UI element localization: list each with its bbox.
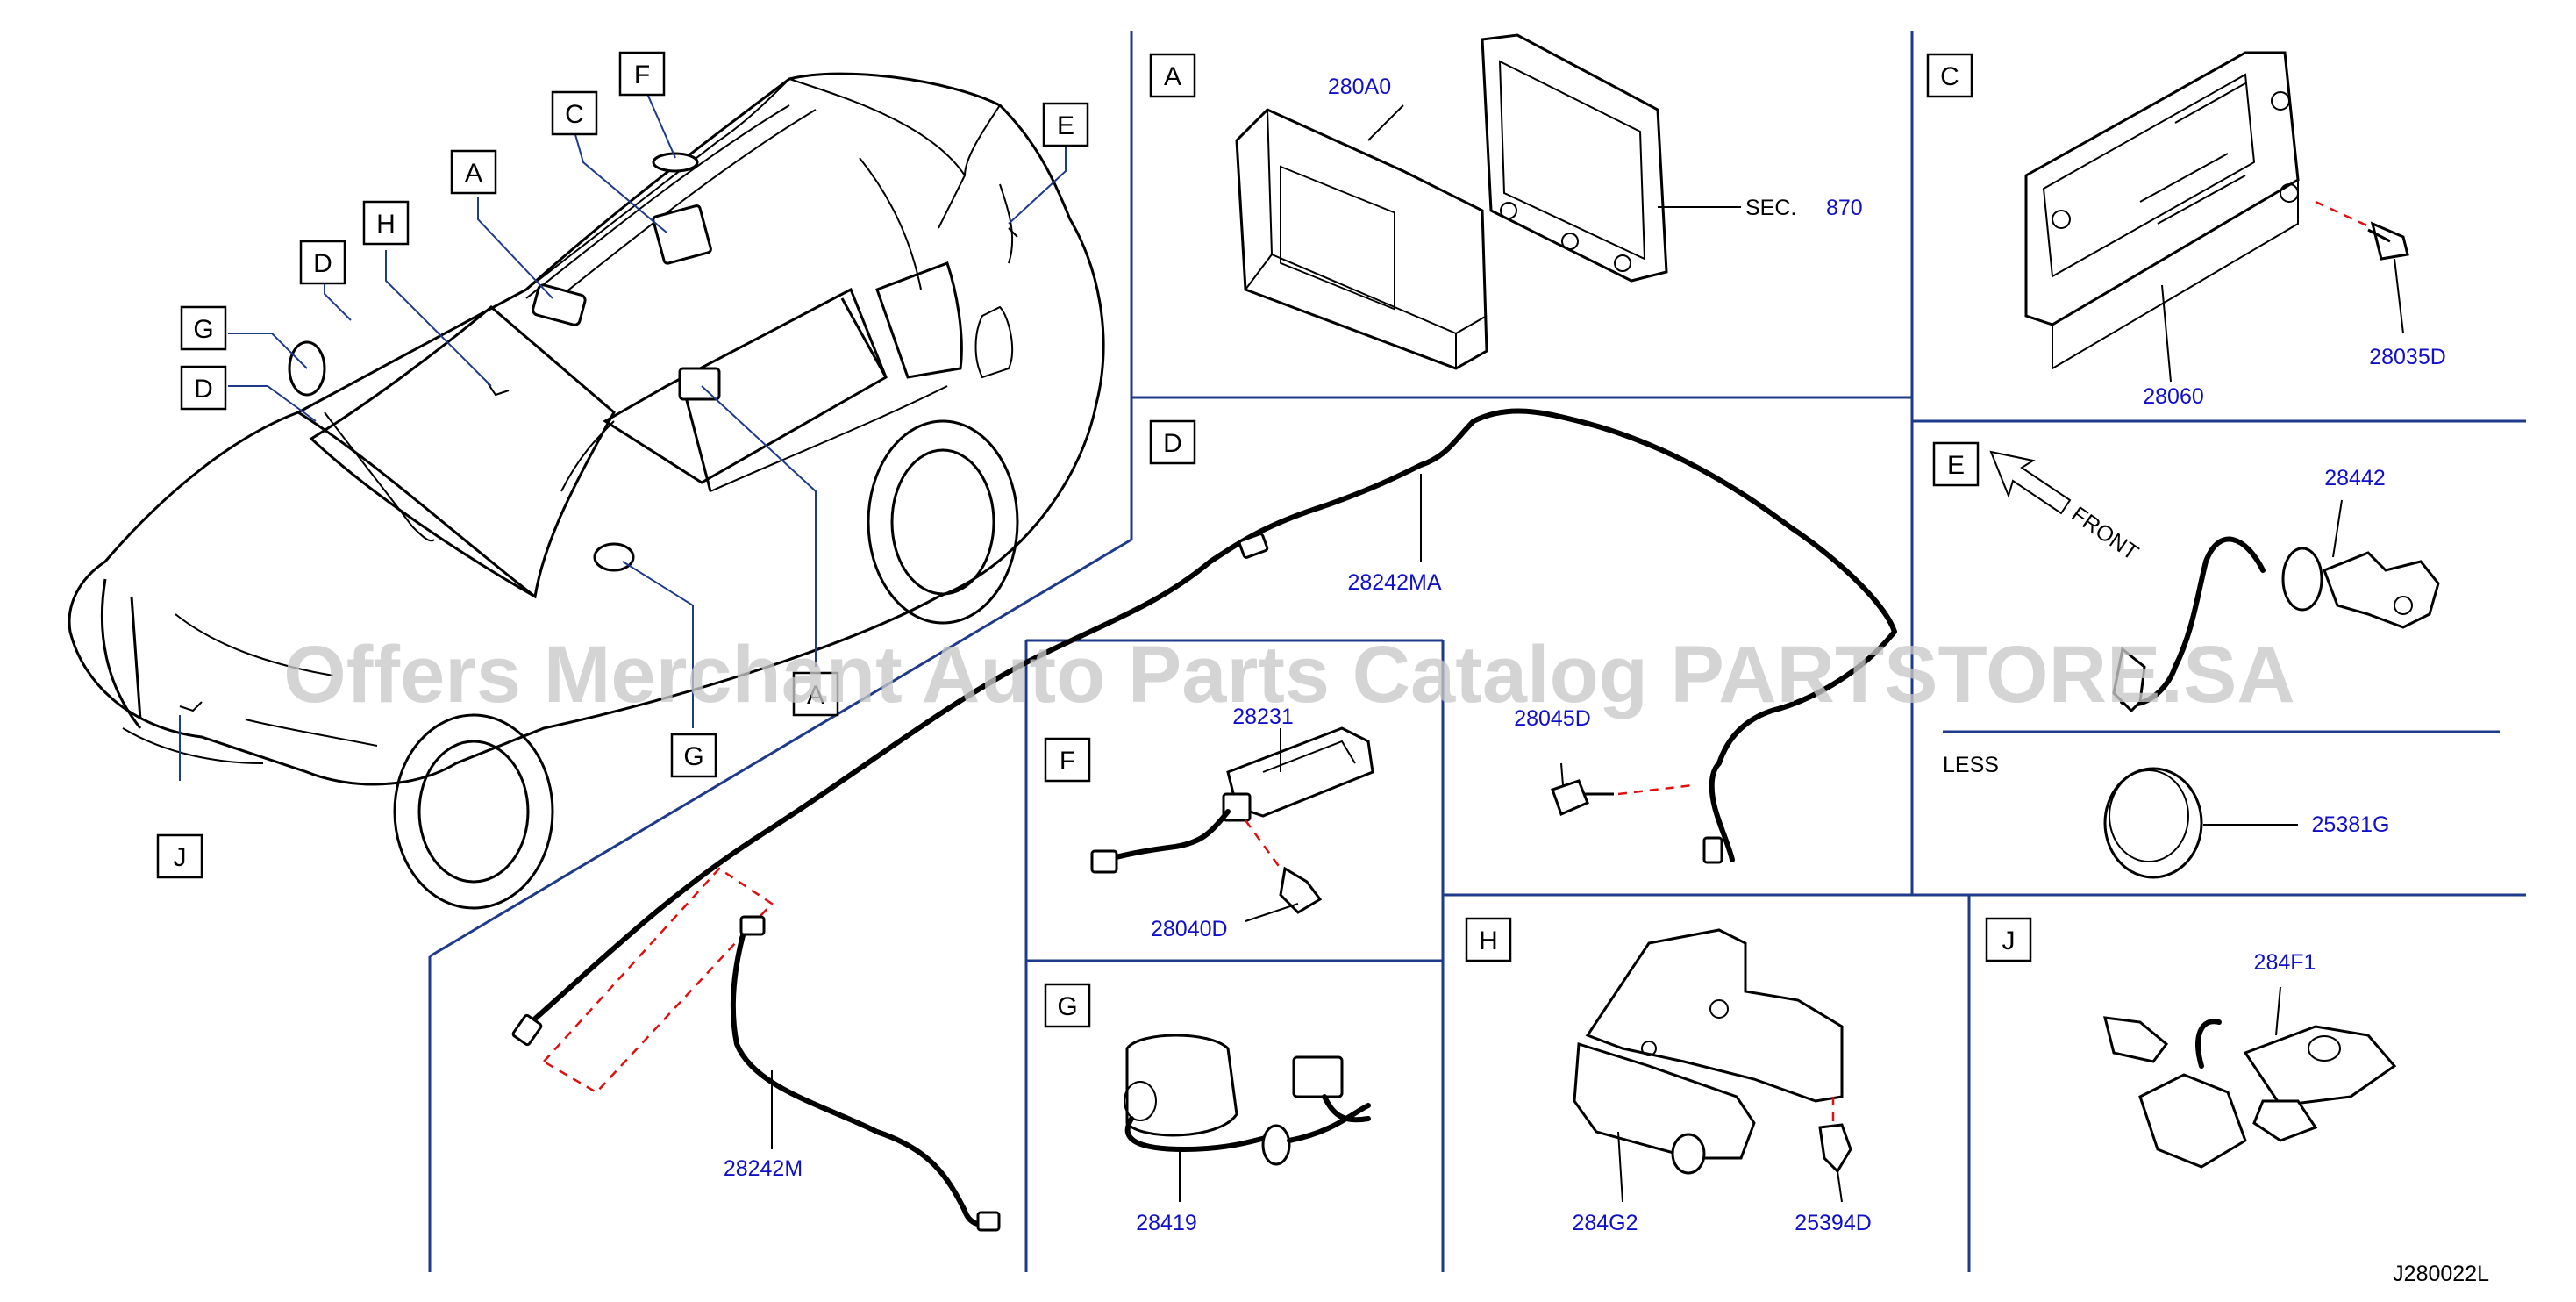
svg-text:C: C [1940,62,1959,91]
callout-H-top: H [362,200,410,246]
screw-28040D [1279,866,1323,914]
svg-text:870: 870 [1826,196,1863,220]
callout-A-top: A [450,149,497,195]
camera-28442 [2112,536,2440,713]
svg-text:28045D: 28045D [1514,706,1591,731]
svg-text:E: E [1057,111,1074,140]
svg-text:D: D [194,375,213,404]
svg-text:28242M: 28242M [724,1156,803,1181]
svg-text:J: J [2002,926,2016,955]
svg-text:G: G [683,742,703,771]
vehicle-outline [68,72,1105,910]
screw-25394D [1818,1123,1852,1174]
callout-A-bottom: A [792,671,839,717]
callout-E-top: E [1042,102,1089,147]
harness-28242M [730,915,1001,1232]
svg-text:F: F [1060,747,1075,776]
callout-G-left: G [180,305,227,351]
callout-D-lower: D [180,365,227,411]
callout-G-bottom: G [670,733,717,778]
bracket-284G2 [1573,928,1844,1175]
amplifier-unit [2024,51,2300,370]
section-H: H 25394D 284G2 [1465,917,1872,1235]
svg-text:284F1: 284F1 [2254,950,2316,975]
callout-C-top: C [551,90,598,136]
svg-text:28035D: 28035D [2369,345,2446,369]
svg-text:D: D [313,249,332,278]
svg-text:284G2: 284G2 [1572,1211,1638,1235]
svg-text:A: A [807,681,824,710]
watermark-text: Offers Merchant Auto Parts Catalog PARTS… [283,630,2295,719]
callout-D-upper: D [299,240,346,285]
svg-text:D: D [1163,429,1182,458]
svg-text:F: F [634,61,650,89]
antenna-28231 [1090,726,1374,874]
camera-284F1 [2103,1016,2397,1169]
section-J: J 284F1 [1985,917,2397,1169]
svg-text:SEC.: SEC. [1745,196,1796,220]
svg-text:G: G [193,315,213,344]
svg-text:28040D: 28040D [1151,917,1228,941]
svg-text:LESS: LESS [1943,753,1999,777]
svg-text:FRONT: FRONT [2067,502,2144,565]
car-callout-leaders [179,87,1067,781]
bolt-28045D [1551,779,1614,817]
section-C: C 28035D 28060 [1926,51,2446,409]
svg-text:28442: 28442 [2324,466,2386,490]
svg-text:A: A [465,159,482,188]
section-F: F 28231 28040D [1044,705,1374,941]
plug-25381G [2103,767,2203,879]
section-G: G 28419 [1044,983,1371,1235]
svg-text:28231: 28231 [1232,705,1294,729]
panel-dividers [428,31,2526,1272]
svg-text:25381G: 25381G [2312,812,2390,837]
svg-text:28419: 28419 [1136,1211,1197,1235]
svg-text:H: H [1479,926,1498,955]
svg-text:28060: 28060 [2143,384,2204,409]
camera-28419 [1124,1034,1371,1166]
svg-text:E: E [1947,451,1965,480]
svg-text:28242MA: 28242MA [1347,570,1441,595]
diagram-code: J280022L [2393,1262,2489,1286]
front-arrow [1989,450,2072,515]
section-A: A 280A0 SEC. 870 [1149,33,1863,370]
callout-J-bottom: J [156,833,203,879]
svg-text:C: C [565,100,584,129]
svg-text:280A0: 280A0 [1328,75,1391,99]
svg-text:H: H [376,210,396,239]
svg-text:A: A [1164,62,1181,91]
callout-F-top: F [618,51,666,97]
display-frame-bracket [1481,33,1668,283]
section-D: D 28242MA 28242M 28045D [511,408,1897,1232]
svg-text:J: J [174,843,187,872]
display-control-unit [1235,108,1488,370]
svg-text:G: G [1057,992,1077,1021]
bolt-28035D [2367,221,2409,261]
svg-text:25394D: 25394D [1795,1211,1872,1235]
harness-28242MA [511,408,1897,1047]
